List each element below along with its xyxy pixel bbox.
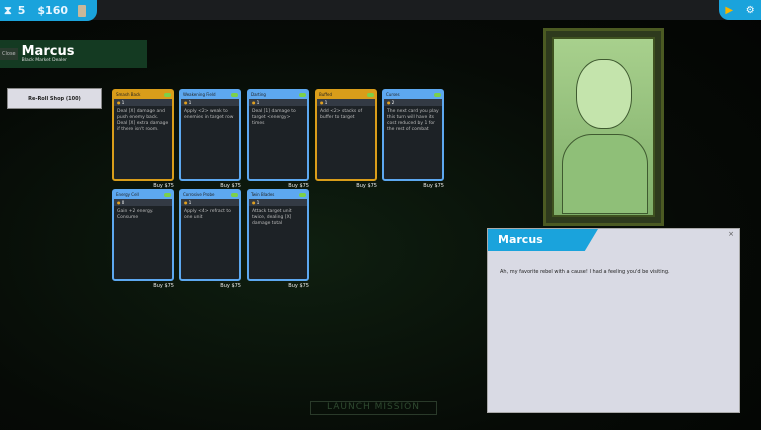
reroll-shop-button[interactable]: Re-Roll Shop (100) [7,88,102,109]
close-button[interactable]: Close [0,48,18,60]
card-title: Weakening Field [181,91,239,99]
shop-card[interactable]: Curses ● 2 The next card you play this t… [382,89,444,181]
buy-button[interactable]: Buy $75 [356,183,377,189]
shop-card[interactable]: Weakening Field ● 1 Apply <2> weak to en… [179,89,241,181]
shop-card[interactable]: Darting ● 1 Deal [1] damage to target <e… [247,89,309,181]
dealer-subtitle: Black Market Dealer [21,58,67,63]
card-cost-value: 1 [324,100,328,105]
resource-panel: ⧗ 5 $160 [0,0,97,21]
turn-count: 5 [17,4,26,17]
card-cost: ● 0 [114,199,172,206]
gear-icon[interactable]: ⚙ [745,4,755,16]
card-cost: ● 1 [114,99,172,106]
energy-icon: ● [184,100,188,105]
buy-button[interactable]: Buy $75 [220,283,241,289]
card-title: Energy Cell [114,191,172,199]
dialog-text: Ah, my favorite rebel with a cause! I ha… [500,269,670,275]
energy-icon: ● [387,100,391,105]
dealer-name: Marcus [21,44,75,59]
card-description: Gain +2 energy. Consume [117,209,154,220]
card-cost-value: 0 [121,200,125,205]
energy-icon: ● [117,100,121,105]
card-cost-value: 1 [121,100,125,105]
card-title: Buffed [317,91,375,99]
buy-button[interactable]: Buy $75 [423,183,444,189]
card-cost: ● 1 [249,99,307,106]
top-right-controls: ▶⚙ [719,0,761,20]
card-cost-value: 1 [256,200,260,205]
energy-icon: ● [252,100,256,105]
play-icon[interactable]: ▶ [725,4,734,16]
top-bar [0,0,761,20]
card-cost-value: 1 [188,200,192,205]
card-description: Apply <2> weak to enemies in target row [184,109,234,120]
card-cost-value: 1 [188,100,192,105]
buy-button[interactable]: Buy $75 [153,283,174,289]
card-description: Add <2> stacks of buffer to target [320,109,363,120]
shop-header: Close Marcus Black Market Dealer [0,40,147,68]
money: $160 [37,4,69,17]
buy-button[interactable]: Buy $75 [288,183,309,189]
card-description: Attack target unit twice, dealing [X] da… [252,209,292,226]
card-cost: ● 1 [317,99,375,106]
energy-icon: ● [320,100,324,105]
card-title: Darting [249,91,307,99]
dialog-box: Marcus × Ah, my favorite rebel with a ca… [487,228,740,413]
buy-button[interactable]: Buy $75 [288,283,309,289]
card-cost: ● 1 [181,99,239,106]
card-title: Curses [384,91,442,99]
card-description: Deal [1] damage to target <energy> times [252,109,296,126]
card-description: The next card you play this turn will ha… [387,109,439,132]
card-cost: ● 1 [181,199,239,206]
energy-icon: ● [252,200,256,205]
hourglass-icon: ⧗ [4,3,12,17]
dialog-speaker: Marcus [488,229,598,251]
card-title: Smash Back [114,91,172,99]
energy-icon: ● [184,200,188,205]
dialog-close-icon[interactable]: × [728,230,734,238]
shop-card[interactable]: Twin Blades ● 1 Attack target unit twice… [247,189,309,281]
card-cost-value: 1 [256,100,260,105]
card-cost: ● 2 [384,99,442,106]
card-title: Corrosive Probe [181,191,239,199]
shop-card[interactable]: Corrosive Probe ● 1 Apply <4> refract to… [179,189,241,281]
card-cost: ● 1 [249,199,307,206]
shop-card[interactable]: Smash Back ● 1 Deal [X] damage and push … [112,89,174,181]
launch-mission-label: LAUNCH MISSION [310,401,437,415]
card-description: Deal [X] damage and push enemy back. Dea… [117,109,169,132]
energy-icon: ● [117,200,121,205]
dealer-portrait [543,28,664,226]
shop-card[interactable]: Buffed ● 1 Add <2> stacks of buffer to t… [315,89,377,181]
card-title: Twin Blades [249,191,307,199]
card-description: Apply <4> refract to one unit [184,209,231,220]
buy-button[interactable]: Buy $75 [220,183,241,189]
buy-button[interactable]: Buy $75 [153,183,174,189]
trash-icon[interactable] [78,4,87,17]
shop-card[interactable]: Energy Cell ● 0 Gain +2 energy. Consume [112,189,174,281]
card-cost-value: 2 [391,100,395,105]
